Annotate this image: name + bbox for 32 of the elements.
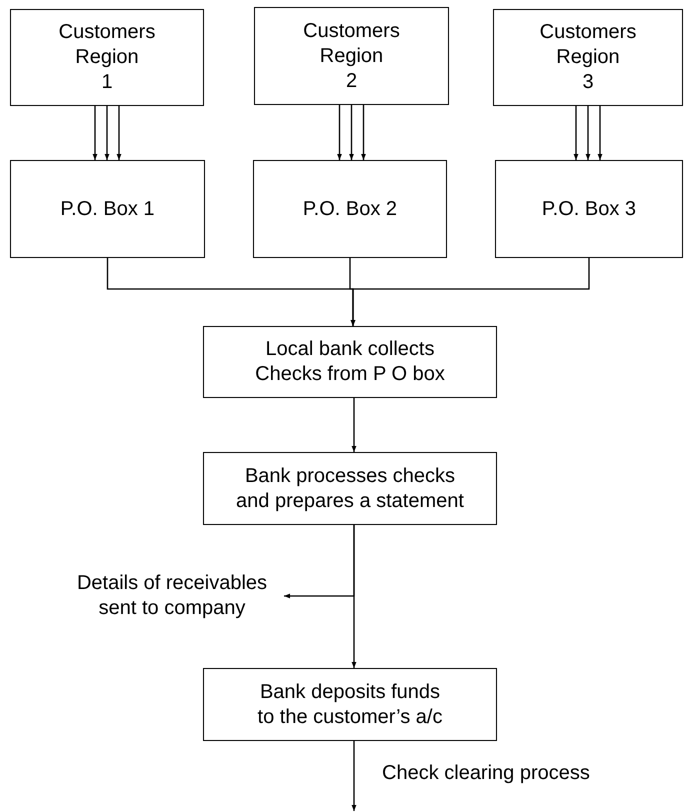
process-box <box>253 160 447 258</box>
box-text: Customers Region 1 <box>58 20 156 95</box>
arrow <box>361 105 366 160</box>
box-text: Customers Region 2 <box>302 18 401 94</box>
arrow <box>92 106 98 160</box>
process-box <box>203 452 497 525</box>
arrow <box>350 258 590 326</box>
process-box <box>10 160 205 258</box>
process-box <box>203 326 497 398</box>
arrow <box>574 106 578 160</box>
arrow <box>586 106 590 160</box>
box-text: Customers Region 3 <box>538 20 638 95</box>
arrow <box>349 105 354 160</box>
arrow <box>116 106 122 160</box>
process-box <box>495 160 683 258</box>
process-box <box>493 9 683 106</box>
process-box <box>254 7 449 105</box>
process-box <box>203 668 497 741</box>
box-text: P.O. Box 3 <box>542 196 636 222</box>
process-box <box>10 9 204 106</box>
box-text: Bank deposits funds to the customer’s a/c <box>256 680 444 730</box>
box-text: Local bank collects Checks from P O box <box>254 337 446 387</box>
arrow <box>104 106 110 160</box>
box-text: P.O. Box 2 <box>302 196 398 222</box>
arrow <box>284 525 355 598</box>
arrow <box>352 398 356 452</box>
arrow <box>352 741 356 811</box>
box-text: P.O. Box 1 <box>60 196 155 222</box>
arrow <box>598 106 602 160</box>
arrow <box>337 105 342 160</box>
box-text: Bank processes checks and prepares a statement <box>235 464 465 514</box>
note-text: Details of receivables sent to company <box>76 571 268 621</box>
